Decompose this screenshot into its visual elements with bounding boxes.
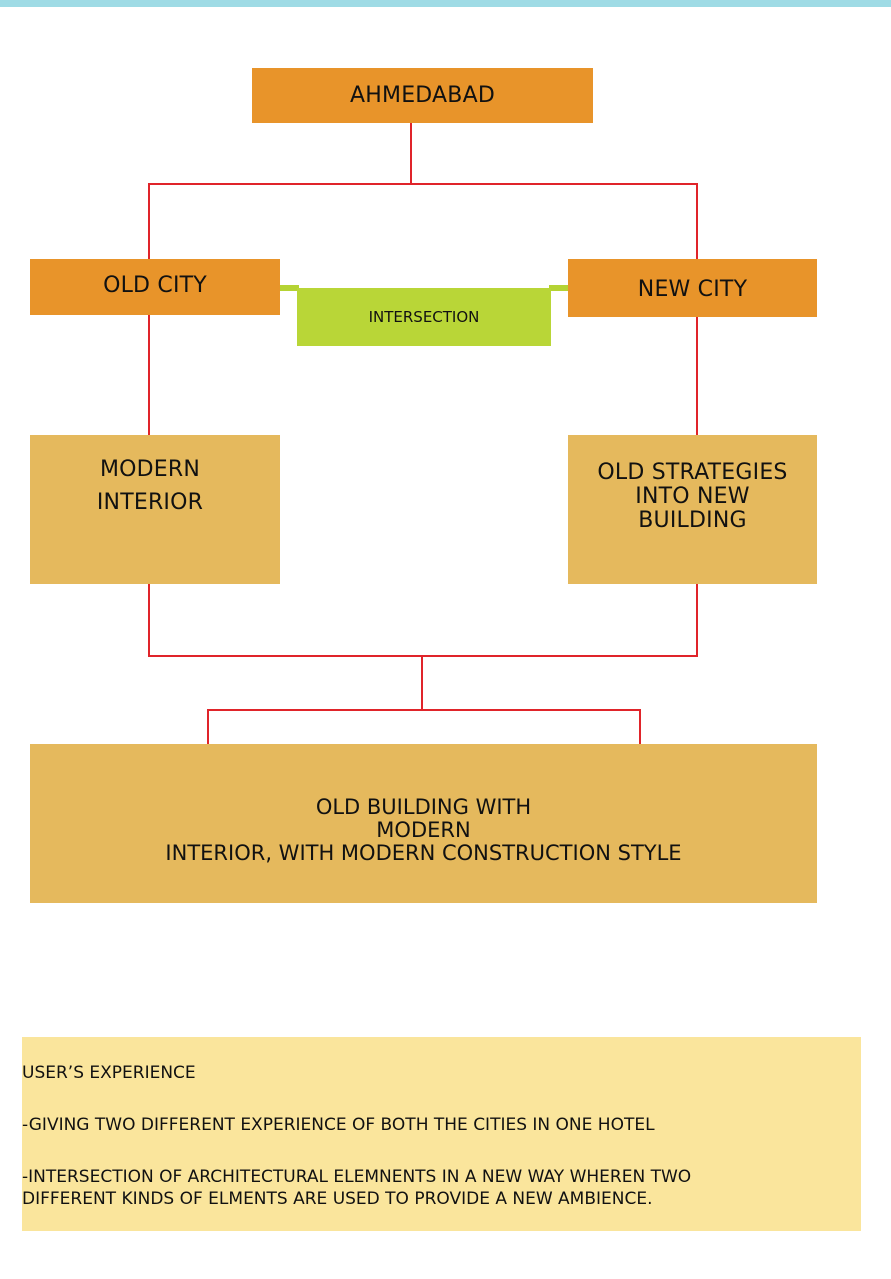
connector-right-child-down: [696, 583, 698, 656]
user-experience-note: USER’S EXPERIENCE -GIVING TWO DIFFERENT …: [22, 1037, 861, 1231]
connector-bottom-horizontal: [148, 655, 698, 657]
connector-result-left-leg: [207, 709, 209, 745]
connector-new-city-down: [696, 316, 698, 436]
note-point-1: -GIVING TWO DIFFERENT EXPERIENCE OF BOTH…: [22, 1115, 655, 1135]
intersection-link-right: [549, 285, 570, 291]
node-result-label: OLD BUILDING WITH MODERN INTERIOR, WITH …: [165, 795, 682, 865]
top-accent-bar: [0, 0, 891, 7]
node-intersection-label: INTERSECTION: [368, 308, 480, 326]
connector-right-to-new-city: [696, 183, 698, 260]
intersection-link-left: [279, 285, 299, 291]
connector-left-to-old-city: [148, 183, 150, 260]
connector-result-horizontal: [207, 709, 641, 711]
node-ahmedabad: AHMEDABAD: [252, 68, 593, 123]
node-result: OLD BUILDING WITH MODERN INTERIOR, WITH …: [30, 744, 817, 903]
connector-old-city-down: [148, 314, 150, 436]
node-old-strategies-label: OLD STRATEGIES INTO NEW BUILDING: [597, 460, 788, 533]
node-ahmedabad-label: AHMEDABAD: [350, 82, 495, 108]
node-modern-interior-label: MODERN INTERIOR: [96, 457, 204, 515]
node-old-strategies: OLD STRATEGIES INTO NEW BUILDING: [568, 435, 817, 584]
note-point-2: -INTERSECTION OF ARCHITECTURAL ELEMNENTS…: [22, 1167, 692, 1209]
node-new-city: NEW CITY: [568, 259, 817, 317]
connector-merge-down: [421, 655, 423, 710]
node-intersection: INTERSECTION: [297, 288, 551, 346]
node-modern-interior: MODERN INTERIOR: [30, 435, 280, 584]
connector-left-child-down: [148, 583, 150, 656]
note-heading: USER’S EXPERIENCE: [22, 1063, 196, 1083]
connector-root-down: [410, 122, 412, 184]
connector-top-horizontal: [148, 183, 698, 185]
connector-result-right-leg: [639, 709, 641, 745]
node-new-city-label: NEW CITY: [637, 277, 748, 302]
node-old-city: OLD CITY: [30, 259, 280, 315]
node-old-city-label: OLD CITY: [103, 273, 207, 298]
